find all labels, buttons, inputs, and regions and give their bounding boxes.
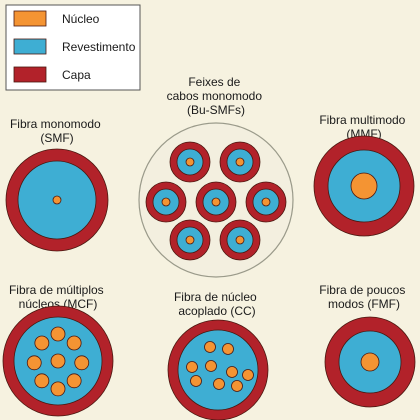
legend-swatch-revestimento	[13, 38, 47, 55]
mcf-core-nucleo	[50, 326, 66, 342]
cc-core-nucleo	[205, 360, 217, 372]
fiber-mmf	[313, 135, 415, 237]
legend-swatch-capa	[13, 66, 47, 83]
legend-label-nucleo: Núcleo	[62, 12, 100, 26]
label-bu-smf: Feixes de cabos monomodo (Bu-SMFs)	[167, 75, 266, 117]
bu-smf-nucleo	[185, 157, 195, 167]
cc-core-nucleo	[242, 369, 254, 381]
mcf-core-nucleo	[50, 381, 66, 397]
fiber-smf	[5, 148, 109, 252]
legend: Núcleo Revestimento Capa	[5, 4, 141, 91]
mcf-core-nucleo	[66, 335, 82, 351]
legend-label-capa: Capa	[62, 68, 91, 82]
cc-core-nucleo	[190, 375, 202, 387]
mcf-core-nucleo	[50, 353, 66, 369]
cc-core-nucleo	[186, 361, 198, 373]
mcf-core-nucleo	[26, 355, 42, 371]
bu-smf-nucleo	[185, 235, 195, 245]
mcf-core-nucleo	[74, 355, 90, 371]
mcf-core-nucleo	[66, 373, 82, 389]
label-mcf: Fibra de múltiplos núcleos (MCF)	[9, 283, 107, 311]
mcf-core-nucleo	[34, 335, 50, 351]
cc-core-nucleo	[204, 341, 216, 353]
smf-nucleo	[52, 195, 62, 205]
fiber-mcf	[2, 305, 114, 417]
cc-core-nucleo	[226, 366, 238, 378]
label-smf: Fibra monomodo (SMF)	[10, 117, 104, 145]
bu-smf-nucleo	[211, 197, 221, 207]
fiber-bundle-bu-smf	[138, 122, 294, 278]
bu-smf-nucleo	[261, 197, 271, 207]
mmf-nucleo	[350, 172, 378, 200]
fiber-cc	[167, 319, 269, 420]
bu-smf-nucleo	[235, 157, 245, 167]
label-fmf: Fibra de poucos modos (FMF)	[319, 283, 408, 311]
cc-core-nucleo	[231, 380, 243, 392]
label-cc: Fibra de núcleo acoplado (CC)	[174, 290, 260, 318]
fmf-nucleo	[360, 352, 380, 372]
legend-label-revestimento: Revestimento	[62, 40, 136, 54]
mcf-core-nucleo	[34, 373, 50, 389]
cc-core-nucleo	[222, 343, 234, 355]
legend-swatch-nucleo	[13, 10, 47, 27]
cc-core-nucleo	[213, 378, 225, 390]
fiber-fmf	[324, 316, 416, 408]
bu-smf-nucleo	[161, 197, 171, 207]
bu-smf-nucleo	[235, 235, 245, 245]
